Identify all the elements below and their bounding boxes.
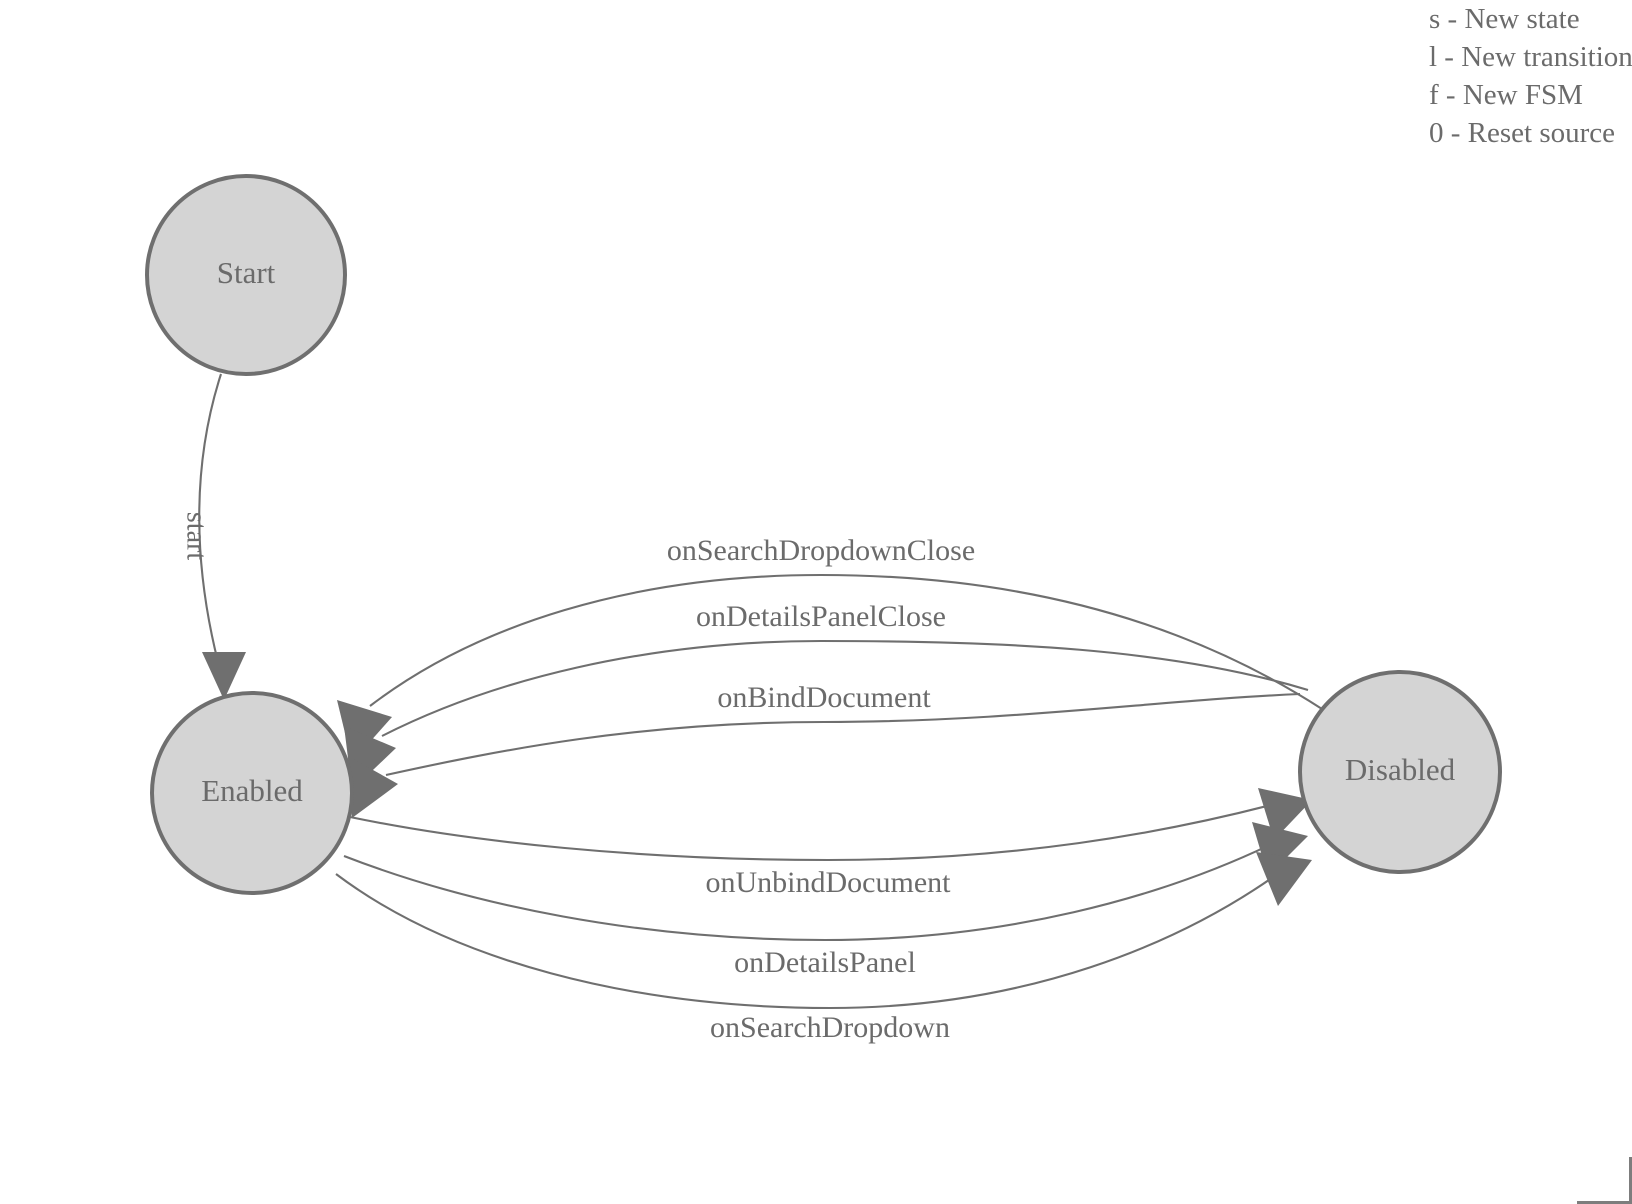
state-node-enabled[interactable]: Enabled — [150, 691, 354, 895]
state-node-start-label: Start — [217, 255, 276, 290]
state-node-disabled-circle — [1298, 670, 1502, 874]
edge-disabled-to-enabled-bind-document[interactable] — [348, 692, 1301, 818]
edge-path-bind — [385, 692, 1301, 777]
edge-path-dp — [343, 837, 1285, 942]
edge-path-dpc — [381, 639, 1309, 737]
edge-path-sd — [335, 861, 1295, 1010]
window-frame-bottom-edge — [1577, 1201, 1632, 1204]
state-node-start-circle — [145, 174, 347, 376]
state-node-enabled-circle — [150, 691, 354, 895]
state-node-disabled[interactable]: Disabled — [1298, 670, 1502, 874]
edge-start-to-enabled[interactable] — [198, 373, 246, 700]
edge-path-sdc — [369, 573, 1323, 710]
edge-label-bind-document: onBindDocument — [717, 681, 931, 714]
edge-label-details-panel: onDetailsPanel — [734, 946, 916, 979]
edge-label-start: start — [181, 512, 212, 560]
edge-label-unbind-document: onUnbindDocument — [706, 866, 952, 899]
edge-label-search-dropdown-close: onSearchDropdownClose — [667, 534, 975, 567]
edge-path-start-enabled — [198, 373, 222, 663]
arrowhead-start-enabled — [202, 652, 246, 700]
edge-disabled-to-enabled-details-panel-close[interactable] — [344, 639, 1309, 790]
state-node-start[interactable]: Start — [145, 174, 347, 376]
arrowhead-sd — [1256, 852, 1312, 906]
window-frame-right-edge — [1629, 1157, 1632, 1204]
edge-enabled-to-disabled-search-dropdown[interactable] — [335, 852, 1312, 1010]
edge-label-search-dropdown: onSearchDropdown — [710, 1011, 950, 1044]
state-node-enabled-label: Enabled — [201, 773, 303, 808]
arrowhead-bind — [348, 756, 398, 818]
edge-path-unbind — [349, 798, 1291, 862]
state-node-disabled-label: Disabled — [1345, 752, 1456, 787]
edge-enabled-to-disabled-unbind-document[interactable] — [349, 788, 1312, 862]
edge-label-details-panel-close: onDetailsPanelClose — [696, 600, 946, 633]
